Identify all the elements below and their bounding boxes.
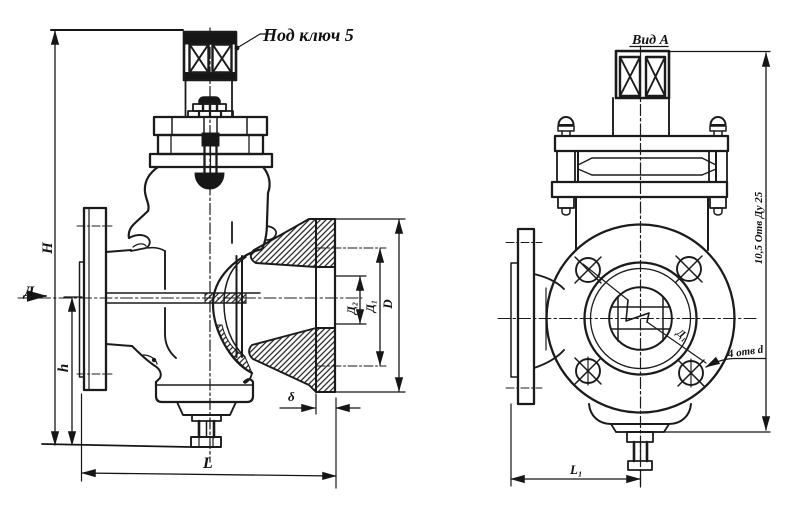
svg-text:Вид А: Вид А <box>631 33 669 48</box>
svg-text:Д₂: Д₂ <box>344 302 358 315</box>
svg-text:δ: δ <box>288 389 295 404</box>
svg-text:Д₁: Д₁ <box>363 300 377 313</box>
svg-text:4 отв d: 4 отв d <box>726 344 764 361</box>
svg-text:h: h <box>56 364 72 372</box>
svg-text:Н: Н <box>40 241 56 255</box>
svg-text:Д₁: Д₁ <box>673 326 690 343</box>
svg-text:Д: Д <box>22 284 35 300</box>
svg-text:L₁: L₁ <box>569 462 582 477</box>
svg-text:Под ключ 5: Под ключ 5 <box>262 25 354 45</box>
svg-text:L: L <box>202 455 213 472</box>
svg-text:10,5 Отв Ду 25: 10,5 Отв Ду 25 <box>753 191 765 264</box>
svg-text:D: D <box>380 299 395 310</box>
